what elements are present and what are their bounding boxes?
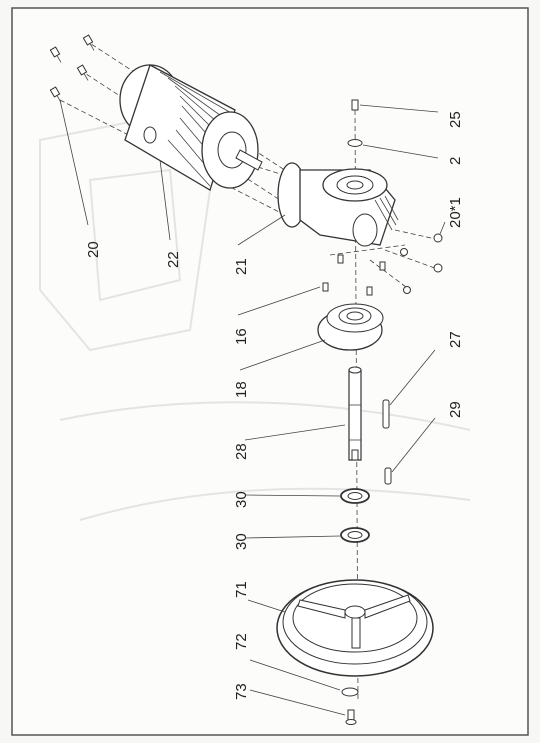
label-25: 25	[447, 111, 464, 128]
label-30-upper: 30	[233, 491, 250, 508]
gearbox-fasteners	[322, 99, 443, 296]
label-28: 28	[233, 443, 250, 460]
label-73: 73	[233, 683, 250, 700]
leader-lines	[59, 99, 446, 716]
belt-pulley	[276, 579, 434, 677]
bearing-upper	[340, 488, 370, 504]
label-21: 21	[233, 258, 250, 275]
label-16: 16	[233, 328, 250, 345]
key-29	[384, 467, 392, 485]
axis-line	[329, 244, 406, 256]
part-labels: 20 22 21 16 18 28 30 30 71 72 73 25 2 20…	[85, 111, 464, 700]
electric-motor	[119, 64, 263, 191]
axis-line	[384, 249, 441, 271]
key-27	[382, 399, 390, 429]
label-72: 72	[233, 633, 250, 650]
pulley-screw	[345, 709, 357, 725]
drive-shaft	[348, 366, 362, 461]
axis-line	[369, 259, 411, 291]
label-27: 27	[447, 331, 464, 348]
label-71: 71	[233, 581, 250, 598]
flange-housing	[317, 303, 384, 351]
label-30-lower: 30	[233, 533, 250, 550]
label-18: 18	[233, 381, 250, 398]
worm-gearbox	[277, 162, 399, 247]
washer	[341, 687, 359, 697]
label-20: 20	[85, 241, 102, 258]
axis-line	[59, 99, 286, 216]
label-29: 29	[447, 401, 464, 418]
bearing-lower	[340, 527, 370, 543]
label-2: 2	[447, 157, 464, 165]
motor-screws	[49, 34, 95, 103]
label-20x1: 20*1	[447, 197, 464, 228]
label-22: 22	[165, 251, 182, 268]
